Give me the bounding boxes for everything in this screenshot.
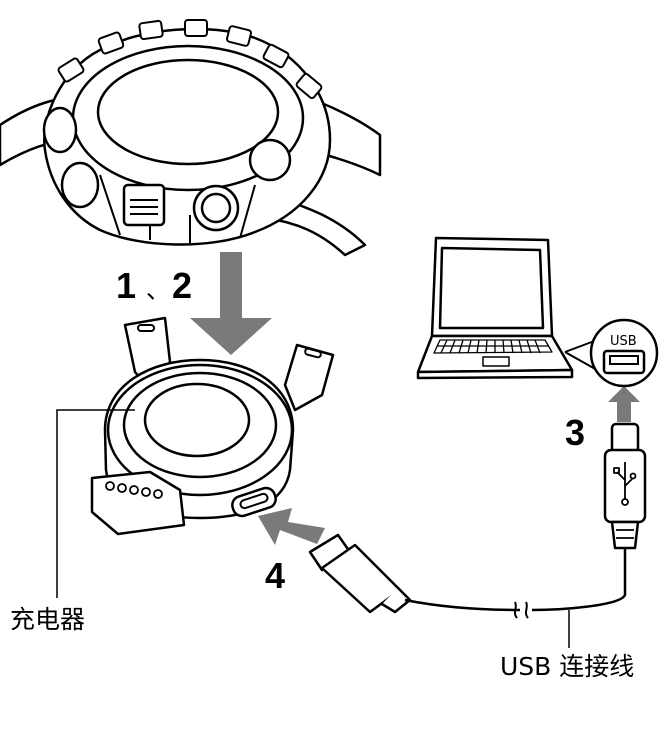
usb-cable-a-plug-tip: [612, 424, 638, 452]
laptop-trackpad: [483, 357, 509, 366]
step-label-1-2: 1 、 2: [116, 265, 192, 306]
arrow-up-3: [608, 386, 640, 422]
watch: [0, 20, 380, 255]
charger: [92, 318, 333, 534]
usb-port-callout: [565, 320, 657, 386]
step-2-number: 2: [172, 265, 192, 306]
step-1-number: 1: [116, 265, 136, 306]
step-separator: 、: [146, 277, 170, 304]
usb-port-label: USB: [610, 334, 637, 349]
usb-cable-wire: [405, 548, 625, 610]
laptop-screen: [440, 248, 543, 328]
usb-cable-a-plug-neck: [612, 522, 638, 548]
watch-face: [98, 60, 278, 164]
usb-cable: [310, 424, 645, 618]
laptop: [418, 238, 572, 378]
laptop-base-edge: [418, 370, 572, 378]
step-4-number: 4: [265, 555, 285, 596]
watch-charging-port: [124, 185, 164, 225]
arrow-down-1-2: [190, 252, 272, 355]
charger-pad: [145, 384, 249, 456]
usb-cable-label: USB 连接线: [500, 652, 634, 681]
charger-label: 充电器: [10, 605, 85, 634]
arrow-4: [258, 508, 325, 545]
step-3-number: 3: [565, 412, 585, 453]
